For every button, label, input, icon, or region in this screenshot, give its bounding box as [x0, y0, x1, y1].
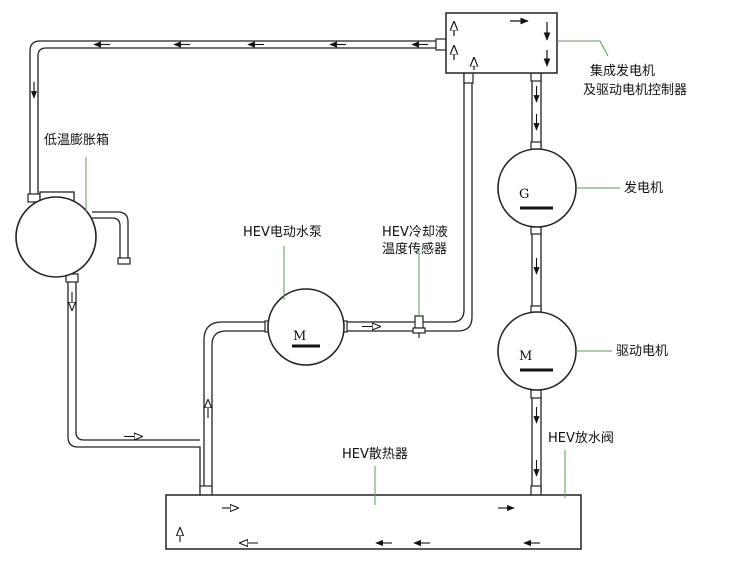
- generator-symbol: G: [519, 187, 529, 202]
- generator: [497, 148, 577, 228]
- label-expansion-tank: 低温膨胀箱: [44, 132, 109, 148]
- radiator-box: [165, 494, 582, 550]
- electric-pump: [267, 288, 345, 366]
- label-drive-motor: 驱动电机: [616, 344, 668, 359]
- pipe-tank-to-radiator: [67, 278, 201, 492]
- controller-arrows: [454, 17, 551, 70]
- label-temp-sensor-line2: 温度传感器: [382, 241, 447, 257]
- pipe-top-return: [29, 40, 446, 198]
- label-temp-sensor-line1: HEV冷却液: [382, 225, 448, 240]
- drive-motor-symbol: M: [519, 349, 532, 364]
- leader-lines: [85, 40, 620, 505]
- temperature-sensor: [412, 315, 426, 338]
- pipe-motor-to-radiator: [531, 392, 542, 492]
- label-integrated-controller-line2: 及驱动电机控制器: [583, 83, 687, 98]
- pump-motor-symbol: M: [293, 329, 306, 344]
- integrated-controller-box: [445, 12, 558, 74]
- label-radiator: HEV散热器: [342, 447, 408, 462]
- label-pump: HEV电动水泵: [243, 225, 322, 240]
- label-generator: 发电机: [624, 180, 663, 196]
- pipe-generator-to-motor: [531, 228, 542, 312]
- pipe-controller-to-generator: [531, 74, 542, 148]
- label-drain-valve: HEV放水阀: [548, 431, 614, 446]
- expansion-tank: [15, 191, 97, 278]
- label-integrated-controller-line1: 集成发电机: [590, 63, 655, 79]
- pipe-tank-overflow: [92, 211, 129, 262]
- pipe-radiator-to-pump: [203, 321, 268, 492]
- flow-arrows: [30, 41, 540, 544]
- pipes: [29, 40, 542, 492]
- pipe-pump-to-controller: [344, 74, 473, 332]
- drive-motor: [497, 311, 577, 391]
